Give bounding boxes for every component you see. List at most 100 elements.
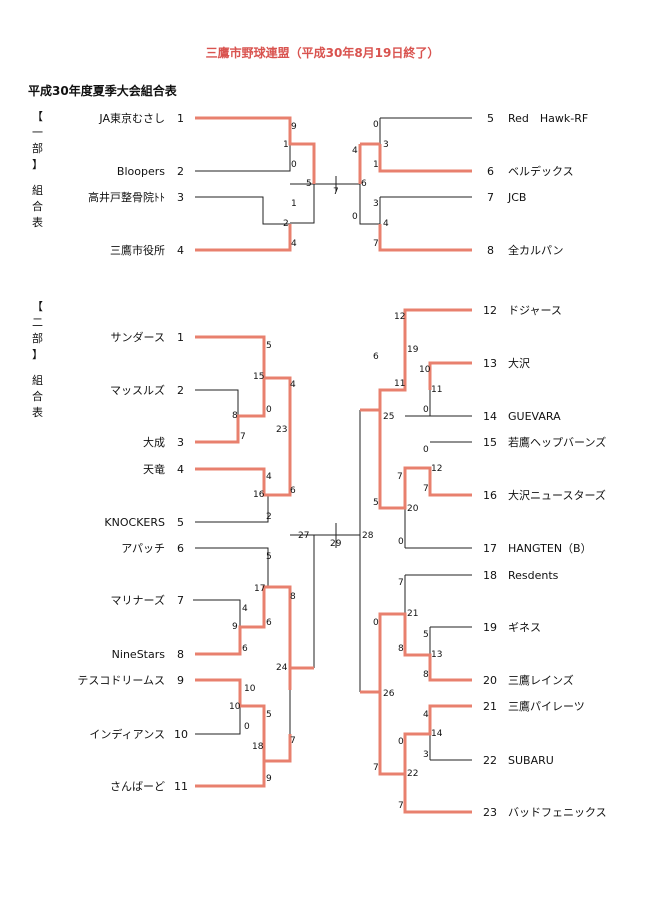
score: 3	[383, 140, 389, 150]
score: 4	[291, 239, 297, 249]
team-name: マリナーズ	[110, 594, 165, 607]
side-char: 【	[32, 110, 43, 123]
side-char: 合	[32, 390, 43, 403]
score: 9	[266, 774, 272, 784]
score: 9	[291, 122, 297, 132]
team-seed: 19	[483, 621, 497, 634]
score: 7	[398, 801, 404, 811]
score: 0	[373, 120, 379, 130]
side-char: 組	[32, 184, 43, 197]
score: 7	[398, 578, 404, 588]
score: 20	[407, 504, 419, 514]
team-name: Bloopers	[116, 165, 165, 178]
team-seed: 6	[487, 165, 494, 178]
score: 5	[266, 552, 272, 562]
score: 22	[407, 769, 419, 779]
team-seed: 5	[487, 112, 494, 125]
score: 7	[397, 472, 403, 482]
score: 2	[266, 512, 272, 522]
team-seed: 1	[177, 112, 184, 125]
team-seed: 2	[177, 384, 184, 397]
score: 4	[423, 710, 429, 720]
team-name: JCB	[508, 191, 527, 204]
team-seed: 8	[177, 648, 184, 661]
side-char: 】	[32, 158, 43, 171]
side-char: 二	[32, 316, 43, 329]
team-seed: 5	[177, 516, 184, 529]
score: 8	[232, 411, 238, 421]
score: 7	[240, 432, 246, 442]
score: 24	[276, 663, 288, 673]
score: 21	[407, 609, 419, 619]
score: 8	[398, 644, 404, 654]
team-name: KNOCKERS	[104, 516, 165, 529]
score: 5	[266, 341, 272, 351]
score: 18	[252, 742, 264, 752]
side-char: 組	[32, 374, 43, 387]
score: 1	[291, 199, 297, 209]
team-seed: 8	[487, 244, 494, 257]
team-name: 三鷹パイレーツ	[508, 700, 585, 713]
score: 23	[276, 425, 288, 435]
score: 25	[383, 412, 395, 422]
team-name: マッスルズ	[110, 384, 165, 397]
team-name: GUEVARA	[508, 410, 561, 423]
team-name: Red Hawk-RF	[508, 112, 589, 125]
team-name: 大成	[143, 436, 165, 449]
score: 28	[362, 531, 374, 541]
score: 26	[383, 689, 395, 699]
team-name: 大沢	[508, 357, 530, 370]
score: 8	[290, 592, 296, 602]
score: 9	[232, 622, 238, 632]
score: 0	[373, 618, 379, 628]
page-title: 三鷹市野球連盟（平成30年8月19日終了）	[205, 46, 440, 60]
score: 3	[423, 750, 429, 760]
team-seed: 22	[483, 754, 497, 767]
team-name: 三鷹市役所	[110, 244, 165, 257]
side-char: 】	[32, 348, 43, 361]
team-name: ギネス	[508, 621, 541, 634]
bracket-subtitle: 平成30年度夏季大会組合表	[28, 84, 177, 98]
team-name: JA東京むさし	[99, 112, 165, 125]
score: 0	[244, 722, 250, 732]
score: 4	[383, 219, 389, 229]
team-seed: 3	[177, 191, 184, 204]
score: 10	[229, 702, 241, 712]
side-char: 部	[32, 142, 43, 155]
score: 8	[423, 670, 429, 680]
team-seed: 20	[483, 674, 497, 687]
team-name: ドジャース	[508, 304, 562, 317]
score: 7	[423, 484, 429, 494]
score: 15	[253, 372, 265, 382]
score: 12	[394, 312, 406, 322]
team-seed: 3	[177, 436, 184, 449]
team-seed: 6	[177, 542, 184, 555]
score: 2	[283, 219, 289, 229]
side-char: 表	[32, 406, 43, 419]
score: 0	[398, 537, 404, 547]
team-name: 天竜	[143, 463, 165, 476]
score: 6	[361, 179, 367, 189]
score: 14	[431, 729, 443, 739]
team-name: ベルデックス	[508, 165, 574, 178]
team-seed: 2	[177, 165, 184, 178]
team-name: さんばーど	[110, 780, 165, 793]
score: 0	[398, 737, 404, 747]
team-name: 全カルパン	[508, 244, 564, 257]
score: 5	[306, 179, 312, 189]
score: 0	[266, 405, 272, 415]
team-name: アパッチ	[121, 542, 165, 555]
score: 6	[290, 486, 296, 496]
team-seed: 23	[483, 806, 497, 819]
score: 7	[290, 736, 296, 746]
score: 6	[266, 618, 272, 628]
score: 27	[298, 531, 310, 541]
side-char: 表	[32, 216, 43, 229]
score: 13	[431, 650, 443, 660]
team-name: 大沢ニュースターズ	[508, 489, 606, 502]
score: 5	[373, 498, 379, 508]
team-seed: 7	[177, 594, 184, 607]
team-seed: 16	[483, 489, 497, 502]
team-seed: 15	[483, 436, 497, 449]
